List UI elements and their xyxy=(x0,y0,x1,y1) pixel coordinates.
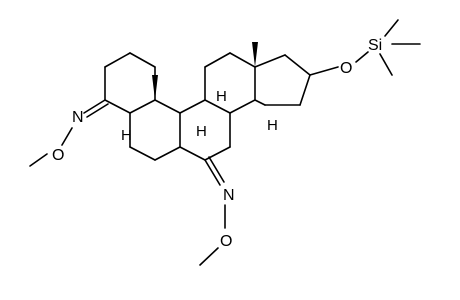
atom-si-label: Si xyxy=(368,37,382,54)
bond xyxy=(154,146,181,161)
bond xyxy=(129,52,156,68)
atom-n1-label: N xyxy=(72,109,84,126)
bond xyxy=(229,99,256,114)
bond xyxy=(154,99,181,114)
ring-b xyxy=(129,99,181,161)
bond xyxy=(355,51,369,63)
bond xyxy=(129,99,156,114)
bond xyxy=(309,66,339,76)
methyl-wedge-c10 xyxy=(152,75,158,100)
atom-o1-label: O xyxy=(52,147,64,164)
bond xyxy=(254,99,266,106)
atom-o3-label: O xyxy=(340,60,352,77)
bond xyxy=(29,153,48,167)
bond xyxy=(379,53,393,76)
methyl-groups xyxy=(152,42,258,100)
bond xyxy=(229,52,256,68)
stereo-hydrogens: H H H H xyxy=(121,88,278,144)
methyl-wedge-c13 xyxy=(252,42,258,67)
atom-n2-label: N xyxy=(223,187,235,204)
atom-o2-label: O xyxy=(220,233,232,250)
bond xyxy=(86,103,109,118)
ring-e xyxy=(254,54,311,106)
ring-a xyxy=(104,52,156,114)
bond xyxy=(299,74,311,106)
silyl-ether: O Si xyxy=(309,19,421,77)
bond xyxy=(199,247,219,266)
bond xyxy=(129,146,156,161)
bond xyxy=(83,99,106,114)
h-c14-label: H xyxy=(267,117,278,134)
bond xyxy=(208,156,225,183)
h-c8-label: H xyxy=(216,88,227,105)
oxime-left: N O xyxy=(29,99,109,167)
h-c5-label: H xyxy=(121,127,132,144)
bond xyxy=(204,159,221,186)
bond xyxy=(204,99,231,114)
bond xyxy=(204,52,231,68)
bond xyxy=(254,54,286,68)
bond xyxy=(104,99,131,114)
bond xyxy=(104,52,131,68)
ring-d xyxy=(204,52,256,114)
bond xyxy=(384,19,399,37)
bond xyxy=(179,99,206,114)
h-c9-label: H xyxy=(196,123,207,140)
oxime-right: N O xyxy=(199,156,235,266)
bond xyxy=(179,146,206,161)
bond xyxy=(284,54,311,76)
bond xyxy=(61,127,73,146)
